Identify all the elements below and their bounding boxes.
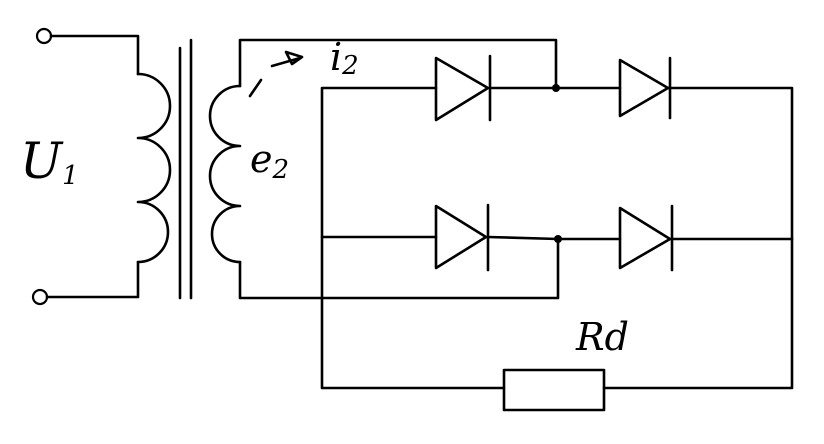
- lower-mid-link-a: [486, 235, 560, 241]
- polarity-mark: [248, 78, 263, 98]
- primary-lead-top: [49, 34, 140, 76]
- secondary-circuit: [208, 38, 560, 300]
- input-terminal-top: [35, 27, 53, 45]
- diode-lower-left: [434, 203, 490, 272]
- upper-junction-dot: [552, 84, 560, 92]
- diode-upper-left: [434, 54, 492, 122]
- load-resistor-label: Rd: [575, 315, 629, 359]
- secondary-lead-top: [238, 38, 558, 90]
- primary-circuit: [31, 27, 172, 306]
- primary-voltage-symbol: U: [20, 132, 64, 190]
- secondary-emf-label: e2: [250, 137, 289, 185]
- diode-triangle: [618, 58, 670, 118]
- current-arrow-head: [284, 50, 304, 66]
- diode-upper-right: [618, 56, 672, 120]
- diode-triangle: [434, 204, 488, 270]
- diode-lower-right: [618, 204, 674, 272]
- primary-voltage-label: U1: [20, 132, 79, 191]
- secondary-lead-bottom: [238, 237, 560, 300]
- secondary-emf-symbol: e: [250, 137, 273, 181]
- secondary-emf-subscript: 2: [272, 155, 290, 185]
- load-resistor: [502, 368, 606, 412]
- lower-junction-dot: [554, 235, 562, 243]
- secondary-current-subscript: 2: [341, 51, 359, 81]
- primary-voltage-subscript: 1: [62, 161, 79, 191]
- secondary-current-label: i2: [330, 35, 359, 81]
- diode-triangle: [434, 56, 490, 122]
- transformer-core: [178, 38, 193, 300]
- diode-triangle: [618, 206, 672, 270]
- secondary-winding: [208, 84, 242, 264]
- primary-lead-bottom: [45, 260, 140, 299]
- primary-winding: [136, 72, 172, 264]
- current-arrow-shaft: [270, 56, 302, 68]
- input-terminal-bottom: [31, 288, 49, 306]
- secondary-current-symbol: i: [330, 35, 342, 79]
- bridge-frame: [320, 84, 794, 390]
